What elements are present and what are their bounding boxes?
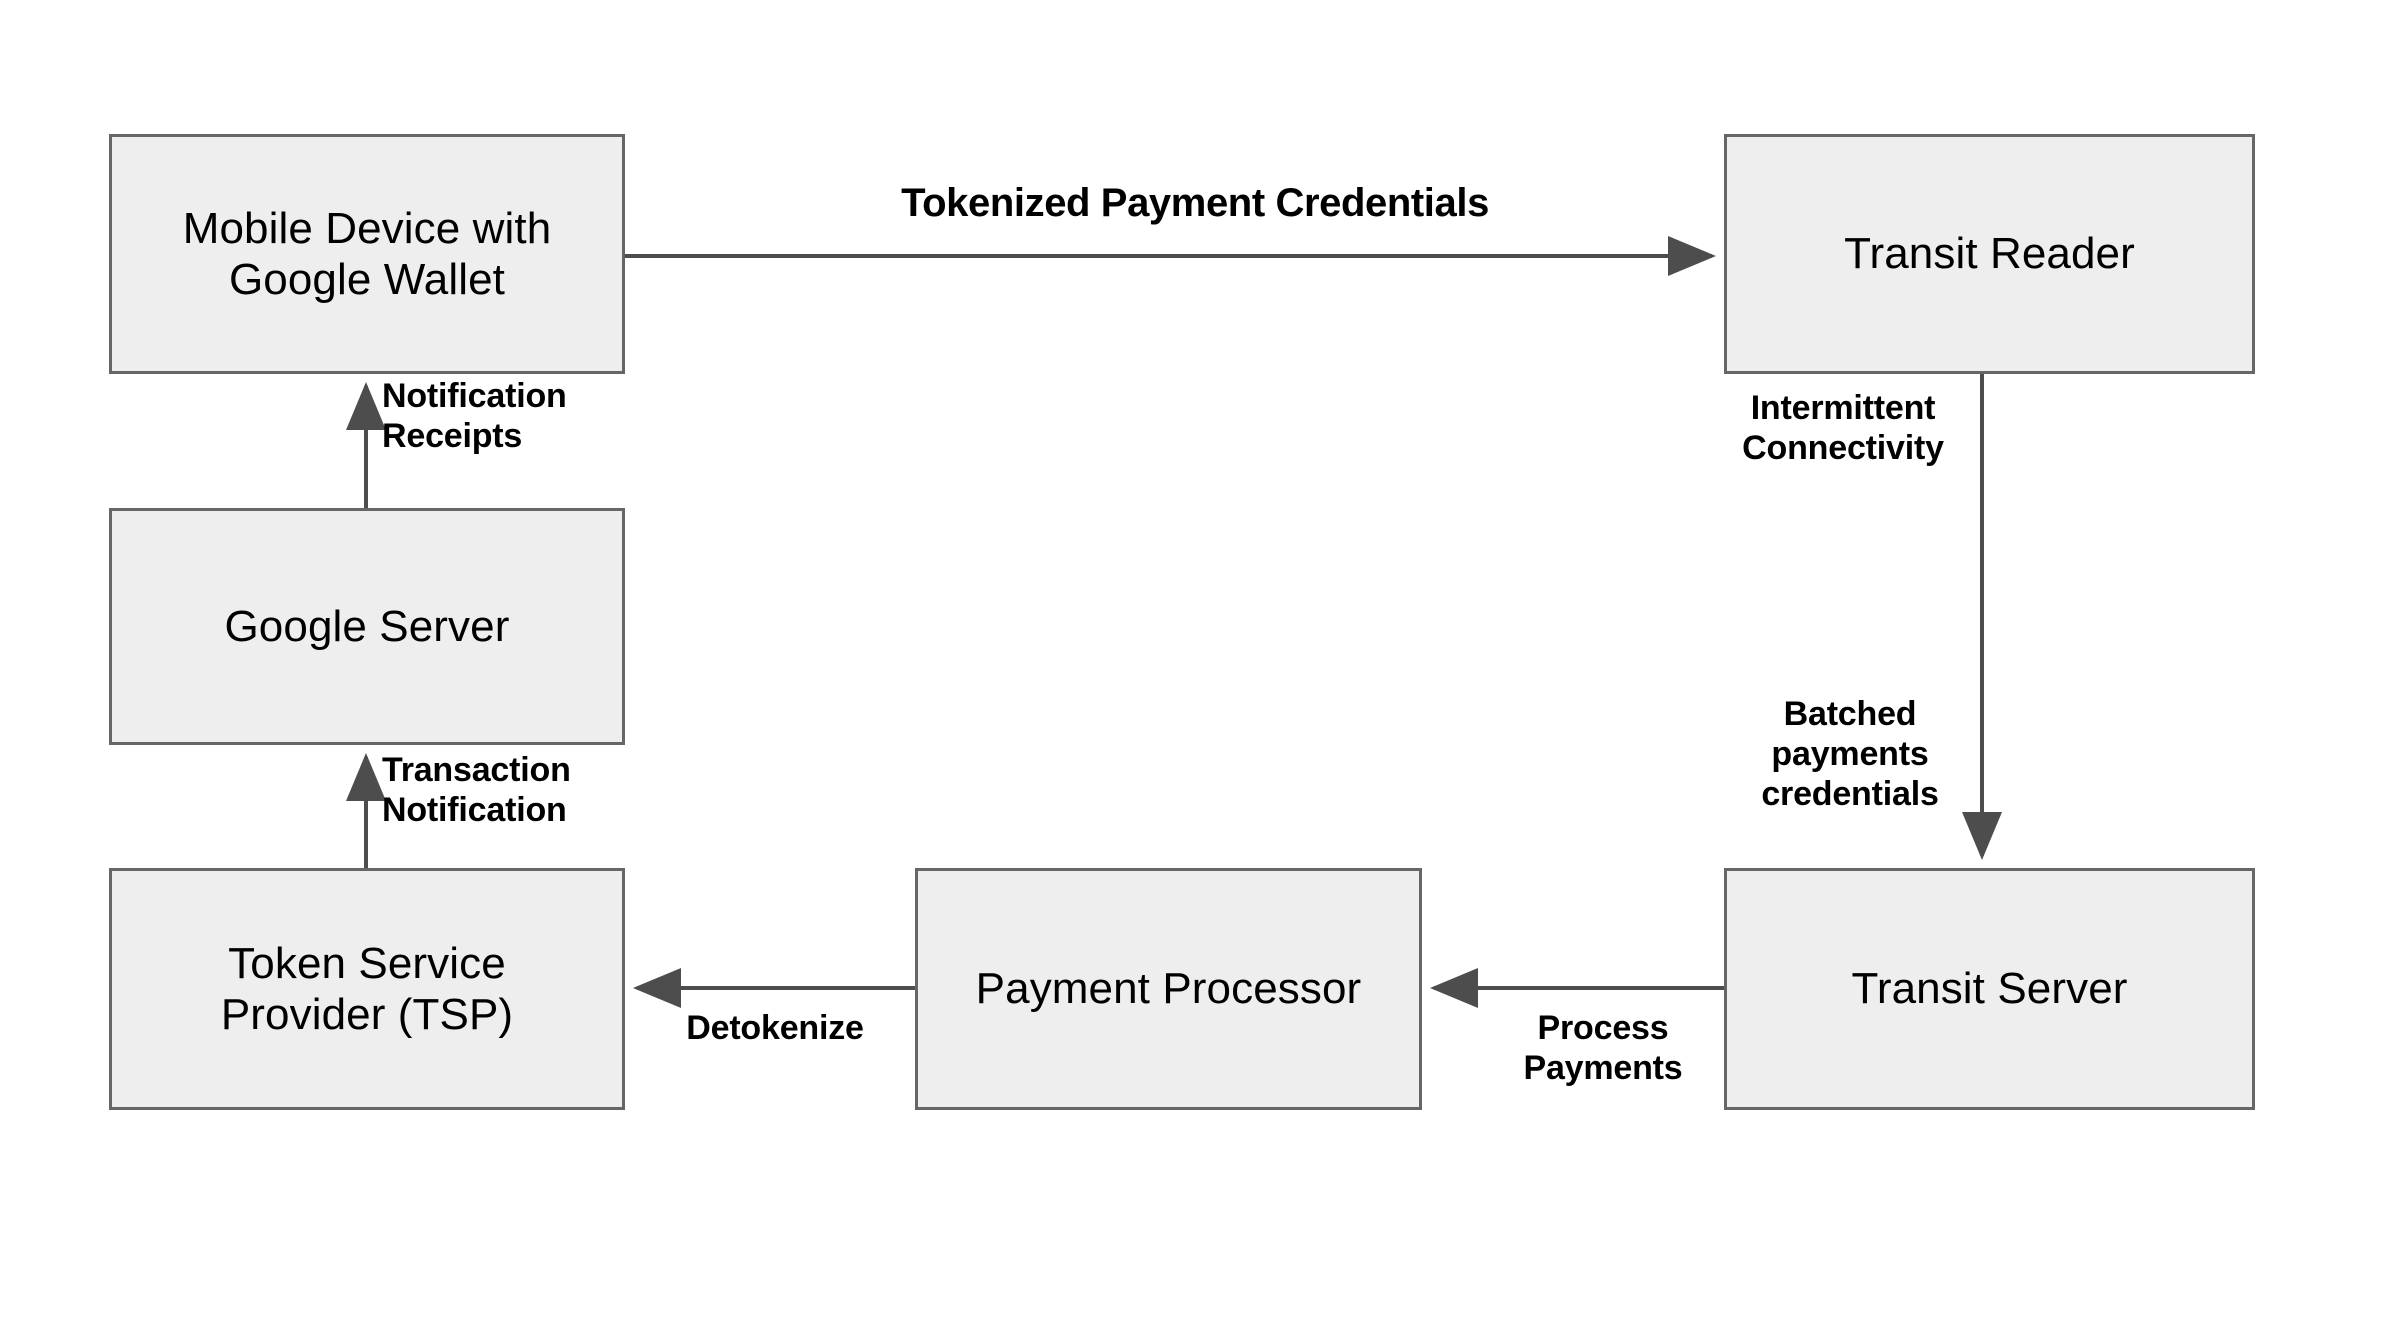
edge-label-transaction-notification: Transaction Notification: [382, 751, 571, 830]
edge-label-detokenize: Detokenize: [686, 1009, 864, 1047]
node-mobile-device-label: Mobile Device with Google Wallet: [182, 203, 552, 304]
node-transit-server[interactable]: Transit Server: [1724, 868, 2255, 1110]
edge-label-process-payments: Process Payments: [1523, 1009, 1683, 1088]
node-mobile-device[interactable]: Mobile Device with Google Wallet: [109, 134, 625, 374]
node-payment-processor-label: Payment Processor: [975, 964, 1362, 1014]
edge-label-intermittent-connectivity: Intermittent Connectivity: [1742, 389, 1944, 468]
node-google-server-label: Google Server: [224, 601, 510, 651]
node-transit-reader-label: Transit Reader: [1844, 229, 2135, 279]
edge-label-batched-payments-credentials: Batched payments credentials: [1761, 695, 1939, 814]
node-token-service-provider[interactable]: Token Service Provider (TSP): [109, 868, 625, 1110]
node-google-server[interactable]: Google Server: [109, 508, 625, 745]
node-token-service-provider-label: Token Service Provider (TSP): [220, 938, 514, 1039]
node-payment-processor[interactable]: Payment Processor: [915, 868, 1422, 1110]
node-transit-server-label: Transit Server: [1851, 964, 2128, 1014]
edge-label-notification-receipts: Notification Receipts: [382, 377, 567, 456]
edge-label-tokenized-payment-credentials: Tokenized Payment Credentials: [901, 181, 1489, 225]
node-transit-reader[interactable]: Transit Reader: [1724, 134, 2255, 374]
